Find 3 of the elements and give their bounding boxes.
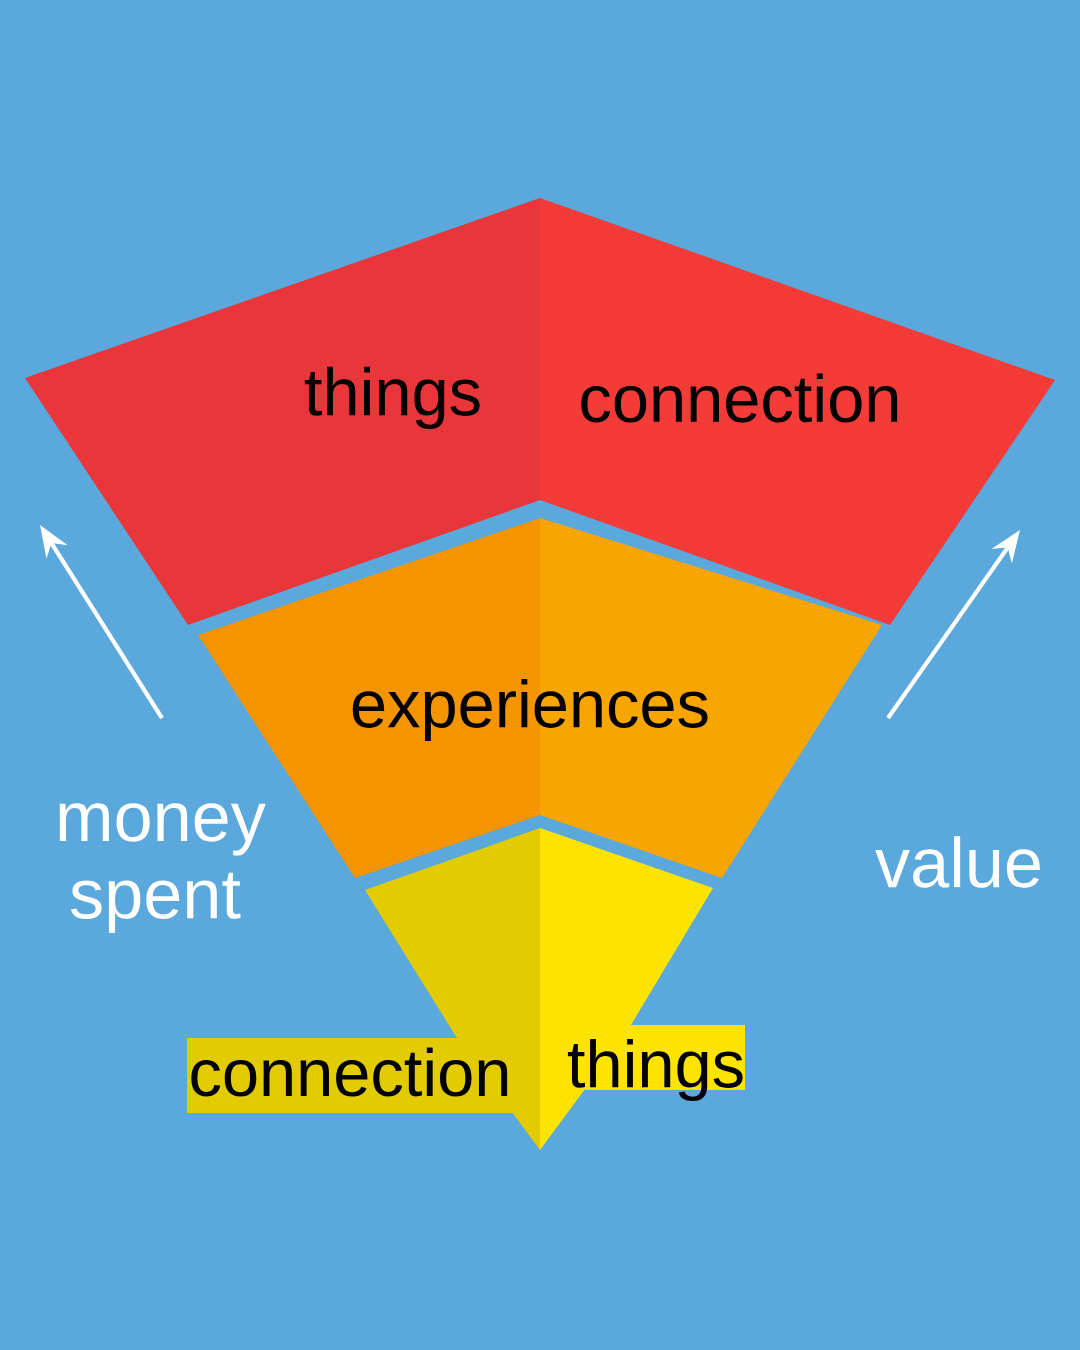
node-label: things [567,1038,743,1102]
funnel-band: things connection [25,198,1055,625]
node-label: connection [581,373,898,423]
